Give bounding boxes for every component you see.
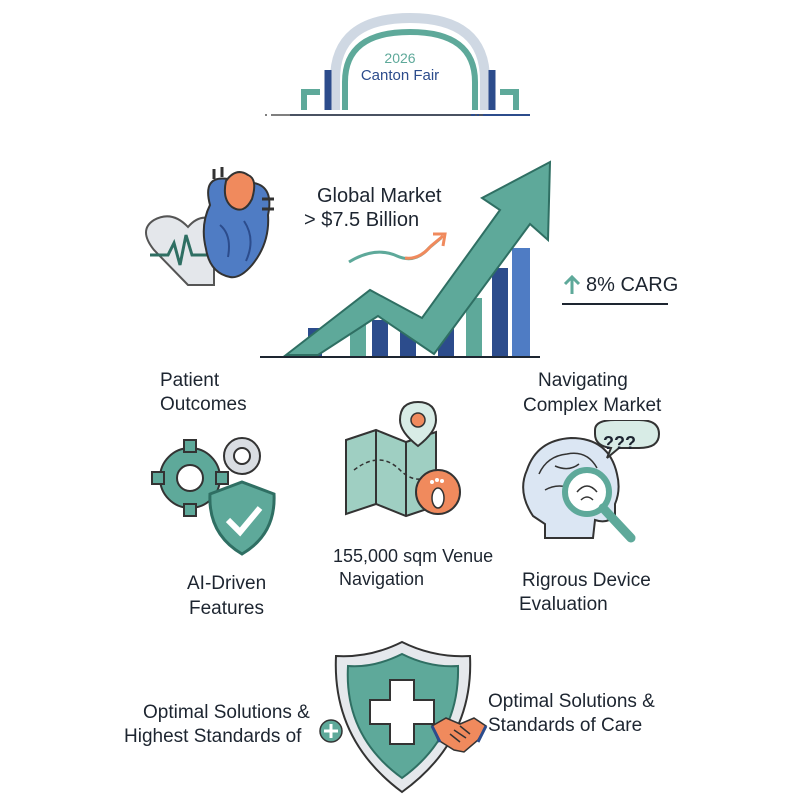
- patient-outcomes-line2: Outcomes: [160, 394, 247, 415]
- event-year: 2026: [384, 50, 416, 66]
- map-pin-icon: [345, 400, 461, 518]
- up-arrow-icon: [563, 274, 581, 294]
- growth-label: 8% CARG: [586, 274, 679, 296]
- venue-line1: 155,000 sqm Venue: [333, 546, 494, 566]
- solutions-left-line1: Optimal Solutions &: [143, 702, 310, 723]
- brain-magnifier-icon: [522, 420, 660, 543]
- canton-fair-arch-icon: [290, 12, 530, 116]
- footprint-icon: [415, 469, 461, 515]
- growth-underline: [562, 303, 668, 305]
- handshake-icon: [430, 717, 488, 753]
- ai-features-line1: AI-Driven: [187, 573, 267, 594]
- medical-shield-icon: [334, 640, 472, 794]
- small-plus-icon: [319, 719, 343, 743]
- market-value: > $7.5 Billion: [304, 209, 420, 231]
- question-marks: ???: [603, 433, 636, 453]
- evaluation-line2: Evaluation: [519, 594, 608, 615]
- gears-shield-icon: [151, 437, 276, 556]
- solutions-left-line2: Highest Standards of: [124, 726, 302, 747]
- ai-features-line2: Features: [189, 598, 264, 619]
- trend-squiggle-icon: [348, 232, 447, 264]
- navigating-line2: Complex Market: [523, 395, 662, 416]
- solutions-right-line2: Standards of Care: [488, 715, 643, 736]
- gears-icon: [151, 437, 261, 517]
- evaluation-line1: Rigrous Device: [522, 570, 651, 591]
- market-title: Global Market: [317, 185, 442, 207]
- patient-outcomes-line1: Patient: [160, 370, 220, 391]
- venue-line2: Navigation: [339, 569, 425, 589]
- rising-arrow-chart-icon: [260, 160, 552, 358]
- header-divider: [265, 114, 535, 116]
- navigating-line1: Navigating: [538, 370, 628, 391]
- event-name: Canton Fair: [360, 67, 440, 84]
- solutions-right-line1: Optimal Solutions &: [488, 691, 655, 712]
- heart-monitor-icon: [145, 167, 274, 286]
